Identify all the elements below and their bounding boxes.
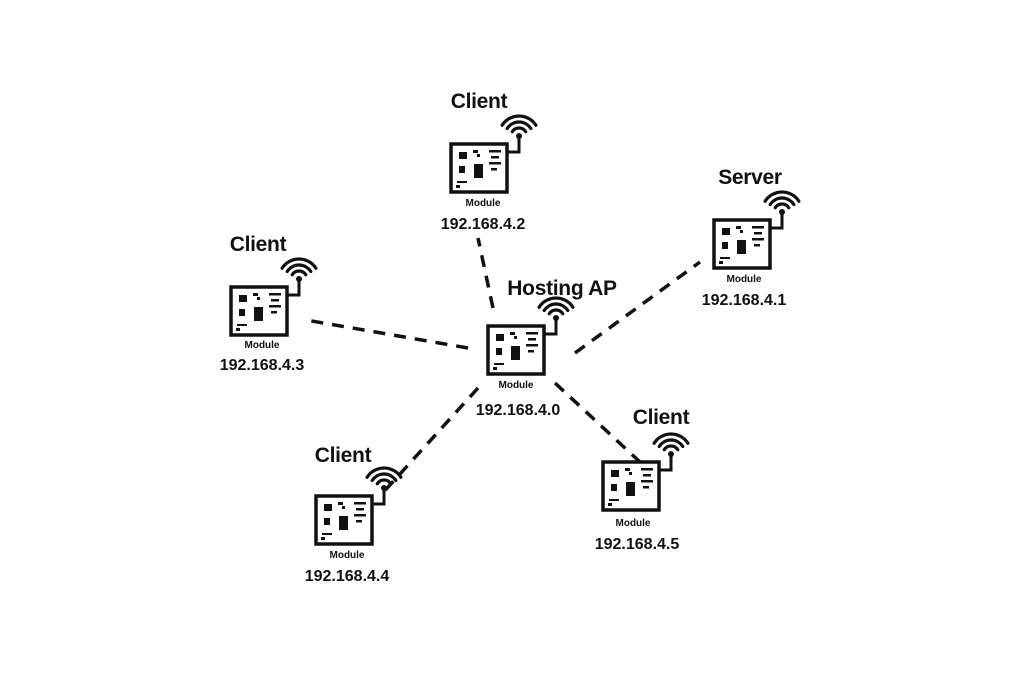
ip-address: 192.168.4.3: [219, 357, 305, 374]
ip-address: 192.168.4.1: [701, 292, 787, 309]
link-ap-c4: [378, 386, 480, 498]
node-role-label: Client: [314, 444, 372, 467]
wifi-signal-icon: [763, 190, 801, 230]
circuit-board-icon: [712, 218, 772, 270]
link-ap-server: [573, 260, 702, 355]
circuit-board-icon: [229, 285, 289, 337]
device-ap: [486, 296, 575, 376]
device-icons: [229, 114, 801, 546]
node-role-label: Client: [229, 233, 287, 256]
connection-links: [305, 237, 702, 498]
module-label: Module: [465, 198, 501, 209]
circuit-board-icon: [601, 460, 661, 512]
ip-address: 192.168.4.0: [475, 402, 561, 419]
wifi-signal-icon: [500, 114, 538, 154]
wifi-signal-icon: [280, 257, 318, 297]
ip-address: 192.168.4.5: [594, 536, 680, 553]
module-label: Module: [244, 340, 280, 351]
circuit-board-icon: [314, 494, 374, 546]
node-role-label: Server: [718, 166, 782, 189]
link-ap-c2: [476, 237, 495, 309]
ip-address: 192.168.4.4: [304, 568, 390, 585]
device-c4: [314, 466, 403, 546]
device-c5: [601, 432, 690, 512]
module-label: Module: [726, 274, 762, 285]
circuit-board-icon: [486, 324, 546, 376]
link-ap-c5: [553, 381, 642, 464]
device-server: [712, 190, 801, 270]
link-ap-c3: [305, 318, 469, 350]
node-role-label: Hosting AP: [507, 277, 617, 300]
module-label: Module: [615, 518, 651, 529]
device-c3: [229, 257, 318, 337]
circuit-board-icon: [449, 142, 509, 194]
node-role-label: Client: [632, 406, 690, 429]
ip-address: 192.168.4.2: [440, 216, 526, 233]
wifi-signal-icon: [365, 466, 403, 506]
wifi-signal-icon: [537, 296, 575, 336]
module-label: Module: [329, 550, 365, 561]
module-label: Module: [498, 380, 534, 391]
device-c2: [449, 114, 538, 194]
wifi-signal-icon: [652, 432, 690, 472]
node-role-label: Client: [450, 90, 508, 113]
